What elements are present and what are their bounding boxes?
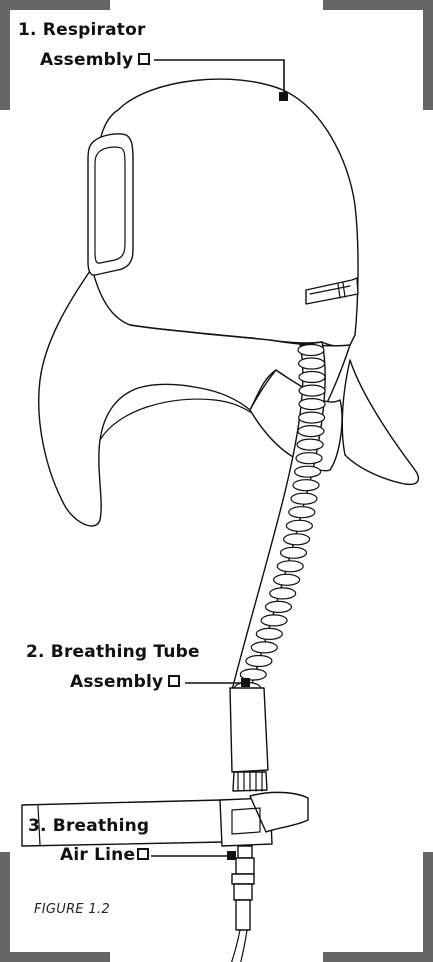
figure-caption: FIGURE 1.2 [34,902,110,917]
tube-rib [299,385,325,396]
label-breathing-tube-line2: Assembly [70,670,180,694]
callout-box-icon [137,848,149,860]
label-air-line-line1: 3. Breathing [28,814,149,838]
tube-rib [281,547,307,558]
tube-rib [297,439,323,450]
air-line [228,846,254,962]
tube-rib [299,399,325,410]
tube-rib [270,588,296,599]
tube-rib [299,358,325,369]
tube-rib [251,642,277,653]
label-respirator-line2: Assembly [40,48,150,72]
label-respirator-line1: 1. Respirator [18,18,146,42]
tube-rib [298,426,324,437]
respirator-hood [39,79,419,526]
tube-rib [296,453,322,464]
tube-rib [299,372,325,383]
tube-rib [261,615,287,626]
tube-rib [291,493,317,504]
label-air-line-line2: Air Line [60,843,149,867]
tube-rib [277,561,303,572]
tube-rib [286,520,312,531]
callout-box-icon [138,53,150,65]
tube-rib [289,507,315,518]
tube-rib [266,601,292,612]
tube-rib [298,345,324,356]
tube-rib [256,628,282,639]
label-breathing-tube-line1: 2. Breathing Tube [26,640,200,664]
tube-rib [274,574,300,585]
tube-rib [295,466,321,477]
tube-rib [299,412,325,423]
tube-rib [246,656,272,667]
tube-connector [230,688,268,791]
tube-rib [284,534,310,545]
callout-box-icon [168,675,180,687]
tube-rib [293,480,319,491]
